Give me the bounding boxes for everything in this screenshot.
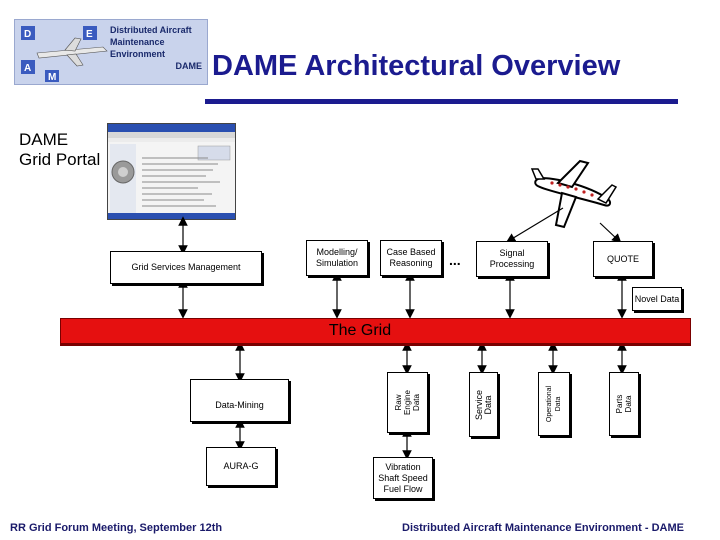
logo-letter-m: M [48,72,56,83]
service-data-box: Service Data [469,372,498,437]
dame-logo: D A M E [14,19,208,85]
operational-data-box: Operational Data [538,372,570,436]
logo-graphic: D A M E [21,26,108,83]
logo-letter-a: A [24,63,31,74]
novel-data-label: Novel Data [634,293,680,304]
modelling-simulation-label: Modelling/ Simulation [315,247,359,268]
the-grid-bar [60,318,691,344]
signal-processing-box: Signal Processing [476,241,548,277]
footer-left: RR Grid Forum Meeting, September 12th [10,522,223,534]
operational-data-label: Operational Data [546,385,563,423]
parts-data-label: Parts Data [615,394,633,414]
vibration-box: Vibration Shaft Speed Fuel Flow [373,457,433,499]
modelling-simulation-box: Modelling/ Simulation [306,240,368,276]
signal-processing-label: Signal Processing [489,248,535,269]
portal-label-line1: DAME [19,130,69,149]
footer-right: Distributed Aircraft Maintenance Environ… [402,522,684,534]
case-based-reasoning-box: Case Based Reasoning [380,240,442,276]
parts-data-box: Parts Data [609,372,639,436]
logo-letter-d: D [24,29,31,40]
vibration-label: Vibration Shaft Speed Fuel Flow [378,461,428,494]
portal-label: DAME Grid Portal [19,130,100,170]
title-rule [205,99,678,104]
case-based-reasoning-label: Case Based Reasoning [386,247,436,268]
more-services-ellipsis: ... [449,252,461,268]
logo-letter-e: E [86,29,93,40]
novel-data-box: Novel Data [632,287,682,311]
logo-line3: DAME [175,61,203,71]
logo-line1: Distributed Aircraft [110,25,192,35]
service-data-label: Service Data [473,389,493,420]
aura-g-label: AURA-G [223,461,259,471]
grid-services-management-label: Grid Services Management [131,262,241,272]
data-mining-box: Data-Mining [190,379,289,422]
quote-box: QUOTE [593,241,653,277]
portal-screenshot-graphic [108,124,235,219]
raw-engine-data-box: Raw Engine Data [387,372,428,433]
portal-screenshot [107,123,236,220]
logo-text: Distributed Aircraft Maintenance Environ… [110,24,202,72]
raw-engine-data-label: Raw Engine Data [394,390,421,415]
logo-line2: Maintenance Environment [110,37,166,59]
quote-label: QUOTE [606,253,639,264]
airplane-icon [530,159,618,229]
page-title: DAME Architectural Overview [212,50,621,82]
the-grid-label: The Grid [328,322,392,339]
grid-services-management-box: Grid Services Management [110,251,262,284]
portal-label-line2: Grid Portal [19,150,101,169]
data-mining-label: Data-Mining [215,400,264,410]
aura-g-box: AURA-G [206,447,276,486]
